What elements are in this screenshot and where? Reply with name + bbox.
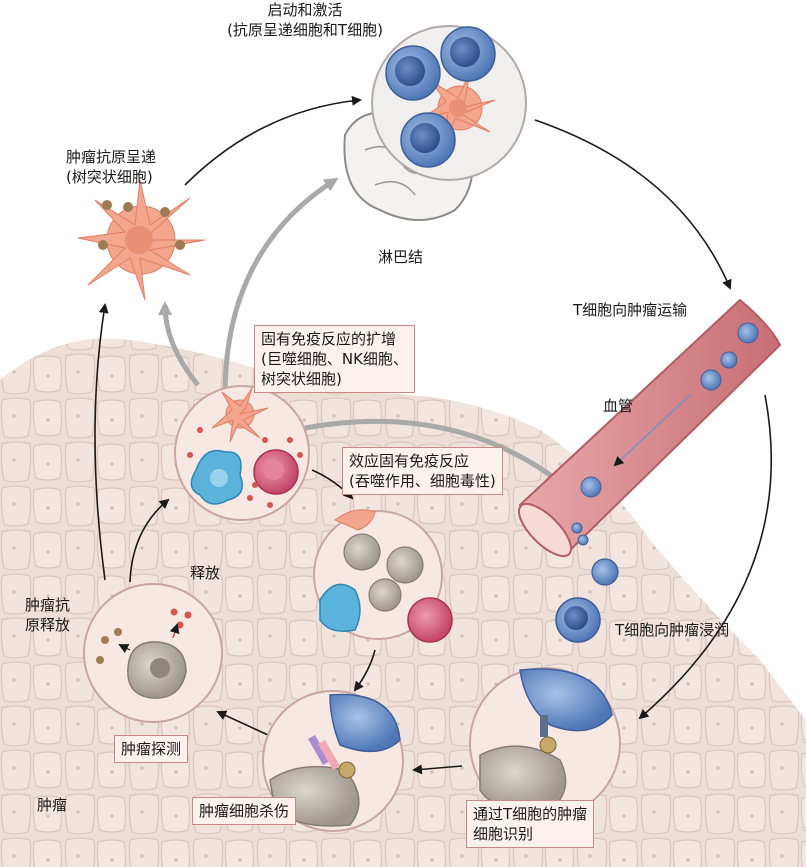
tumor-cell-icon	[127, 641, 187, 699]
infiltration-label: T细胞向肿瘤浸润	[615, 621, 730, 639]
macrophage-icon	[319, 583, 361, 632]
macrophage-icon	[190, 449, 243, 505]
arrow-presentation-to-activation	[184, 95, 362, 186]
innate-amplification-circle	[174, 385, 310, 521]
blood-vessel-label: 血管	[603, 397, 634, 415]
tumor-killing-box: 肿瘤细胞杀伤	[192, 797, 297, 825]
activation-subtitle: (抗原呈递细胞和T细胞)	[227, 21, 383, 39]
arrow-release-to-presentation	[94, 303, 109, 581]
t-cell-icon	[555, 558, 619, 643]
effector-box: 效应固有免疫反应 (吞噬作用、细胞毒性)	[342, 447, 503, 495]
antigen-release-label-2: 原释放	[25, 616, 71, 634]
presentation-title: 肿瘤抗原呈递	[66, 148, 157, 166]
blood-vessel-icon	[518, 298, 782, 557]
tumor-cell-icon	[343, 533, 424, 612]
tcr-receptor-icon	[308, 735, 356, 779]
t-cell-icon	[385, 26, 496, 168]
activation-circle	[371, 25, 527, 181]
innate-amplification-line-3: 树突状细胞)	[261, 370, 342, 388]
t-cell-icon	[571, 322, 759, 546]
arrow-innate-to-effector	[311, 469, 354, 500]
grey-arrow-to-lymph-node	[222, 177, 339, 396]
nk-cell-icon	[253, 449, 299, 495]
innate-amplification-box: 固有免疫反应的扩增 (巨噬细胞、NK细胞、 树突状细胞)	[254, 325, 415, 393]
effector-line-1: 效应固有免疫反应	[349, 452, 470, 470]
tcr-receptor-icon	[539, 715, 557, 754]
activation-title: 启动和激活	[267, 1, 343, 19]
effector-circle	[313, 509, 453, 643]
grey-arrow-to-dendritic	[158, 301, 200, 387]
nk-cell-icon	[407, 597, 453, 643]
dendritic-cell-icon	[77, 179, 206, 301]
trafficking-label: T细胞向肿瘤运输	[573, 301, 688, 319]
lymph-node-label: 淋巴结	[378, 248, 424, 266]
tumor-detection-box: 肿瘤探测	[114, 735, 189, 763]
arrow-trafficking-to-infiltration	[638, 394, 772, 720]
grey-arrow-to-vessel	[304, 418, 574, 493]
dendritic-cell-icon	[211, 387, 269, 443]
arrow-effector-to-killing	[353, 649, 376, 692]
innate-amplification-line-1: 固有免疫反应的扩增	[261, 330, 397, 348]
tumor-label: 肿瘤	[37, 796, 68, 814]
arrow-release-to-innate	[129, 498, 170, 583]
recognition-line-2: 细胞识别	[473, 825, 534, 843]
arrow-killing-to-detection	[216, 710, 269, 736]
effector-line-2: (吞噬作用、细胞毒性)	[349, 472, 496, 490]
t-cell-icon	[329, 693, 401, 753]
recognition-line-1: 通过T细胞的肿瘤	[473, 805, 588, 823]
tumor-detection-label: 肿瘤探测	[121, 740, 182, 758]
arrow-activation-to-trafficking	[534, 119, 732, 290]
antigen-release-circle	[83, 583, 223, 723]
innate-amplification-line-2: (巨噬细胞、NK细胞、	[261, 350, 408, 368]
antigen-release-label-1: 肿瘤抗	[25, 596, 71, 614]
release-label: 释放	[190, 564, 221, 582]
presentation-subtitle: (树突状细胞)	[66, 168, 153, 186]
recognition-circle	[469, 667, 621, 819]
arrow-recognition-to-killing	[412, 764, 463, 775]
recognition-box: 通过T细胞的肿瘤 细胞识别	[466, 800, 595, 848]
tumor-killing-label: 肿瘤细胞杀伤	[199, 802, 290, 820]
